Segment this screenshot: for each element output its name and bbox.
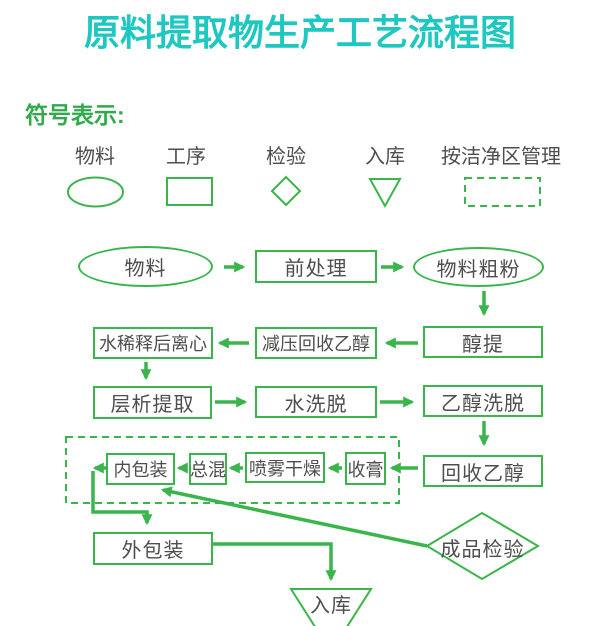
arrow-outer-packaging-to-warehousing (213, 542, 337, 582)
node-total-mixing: 总混 (189, 453, 227, 485)
node-material: 物料 (78, 246, 213, 287)
node-inner-packaging: 内包装 (106, 453, 175, 485)
node-spray-drying: 喷雾干燥 (245, 452, 325, 483)
legend-rect-icon (166, 177, 213, 206)
legend-label-warehousing: 入库 (365, 146, 405, 168)
legend-diamond-icon (270, 175, 302, 207)
node-water-dilution-centrifuge: 水稀释后离心 (93, 327, 213, 359)
page-title: 原料提取物生产工艺流程图 (83, 12, 516, 53)
legend-label-clean-area: 按洁净区管理 (441, 146, 561, 168)
node-chromatography-extraction: 层析提取 (93, 386, 212, 419)
legend-triangle-icon (368, 178, 402, 209)
node-paste-collection: 收膏 (345, 452, 386, 485)
legend-label-inspection: 检验 (266, 146, 306, 168)
node-coarse-powder: 物料粗粉 (413, 247, 544, 287)
legend-ellipse-icon (67, 176, 124, 208)
node-alcohol-extraction: 醇提 (423, 326, 543, 358)
node-finished-product-inspection: 成品检验 (440, 538, 525, 561)
node-pretreatment: 前处理 (255, 250, 377, 283)
arrow-inner-to-outer-packaging (91, 471, 153, 526)
node-ethanol-elution: 乙醇洗脱 (423, 385, 543, 417)
legend-dashed-rect-icon (464, 177, 541, 207)
warehousing-triangle-shape (289, 588, 373, 626)
legend-heading: 符号表示: (25, 102, 125, 128)
node-vacuum-ethanol-recovery: 减压回收乙醇 (255, 327, 377, 359)
node-ethanol-recovery: 回收乙醇 (423, 455, 543, 487)
arrow-inspection-to-inner-packaging (160, 486, 428, 548)
legend-label-process: 工序 (166, 146, 206, 168)
node-warehousing: 入库 (310, 594, 352, 617)
legend-label-material: 物料 (75, 146, 115, 168)
node-water-elution: 水洗脱 (255, 386, 377, 418)
inspection-diamond-shape (425, 511, 540, 581)
node-outer-packaging: 外包装 (93, 532, 213, 565)
